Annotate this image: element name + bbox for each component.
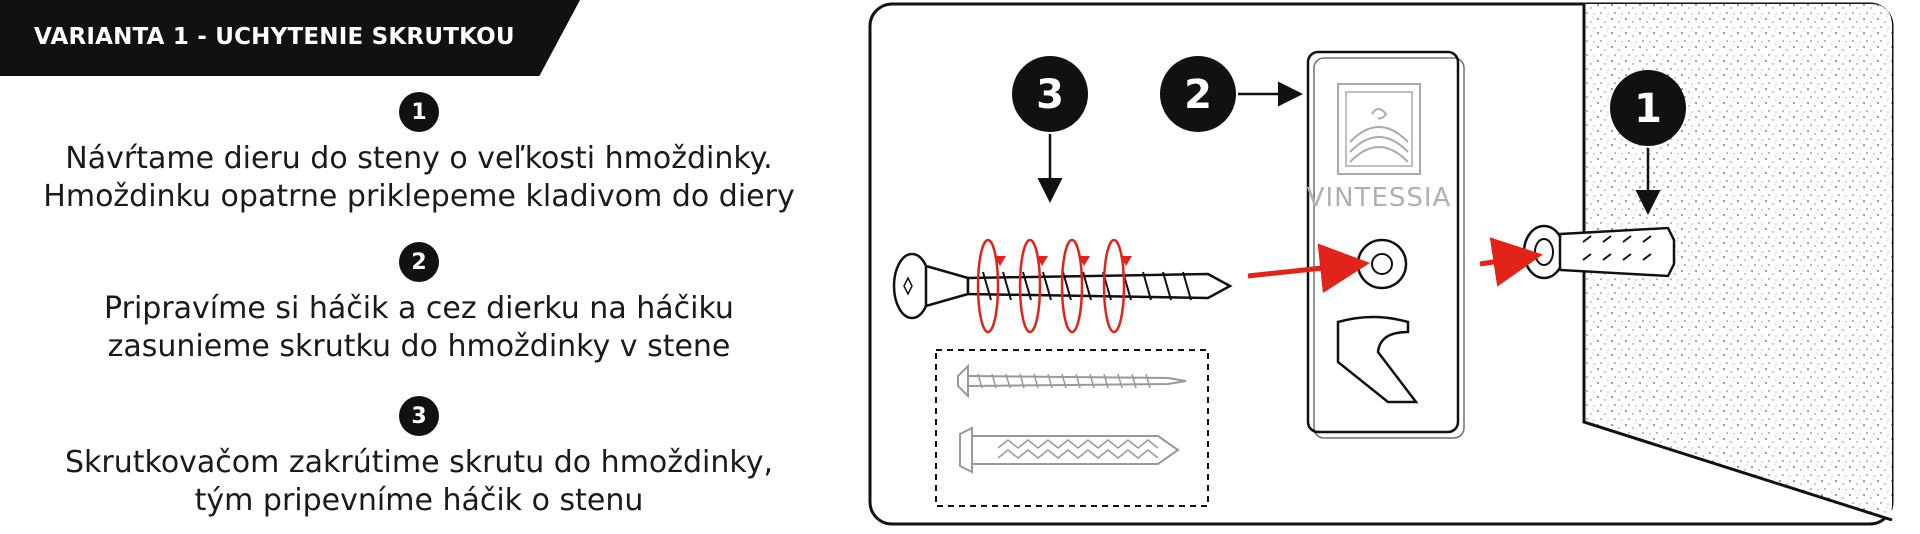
section-banner (0, 0, 580, 76)
step-line: Skrutkovačom zakrútime skrutu do hmoždin… (64, 445, 774, 480)
step-3: 3 Skrutkovačom zakrútime skrutu do hmožd… (0, 396, 838, 520)
screw-icon (892, 238, 1233, 334)
step-line: Návŕtame dieru do steny o veľkosti hmožd… (65, 141, 773, 176)
step-line: Hmoždinku opatrne priklepeme kladivom do… (43, 179, 795, 214)
wall-plug-icon (1522, 224, 1676, 280)
step-2: 2 Pripravíme si háčik a cez dierku na há… (0, 242, 838, 366)
step-1: 1 Návŕtame dieru do steny o veľkosti hmo… (0, 92, 838, 216)
hook-plate-icon: VINTESSIA (1307, 50, 1465, 439)
step-number-badge: 3 (399, 396, 439, 436)
hook-brand-label: VINTESSIA (1307, 183, 1452, 213)
step-description: Návŕtame dieru do steny o veľkosti hmožd… (0, 140, 838, 216)
step-description: Pripravíme si háčik a cez dierku na háči… (0, 290, 838, 366)
installation-diagram: VINTESSIA (868, 2, 1896, 528)
step-line: zasunieme skrutku do hmoždinky v stene (107, 329, 731, 364)
insert-arrow (1247, 243, 1370, 294)
svg-text:2: 2 (1184, 72, 1212, 118)
section-title: VARIANTA 1 - UCHYTENIE SKRUTKOU (34, 24, 515, 50)
callout-2: 2 (1160, 56, 1303, 132)
step-description: Skrutkovačom zakrútime skrutu do hmoždin… (0, 444, 838, 520)
svg-text:1: 1 (1634, 86, 1662, 132)
callout-3: 3 (1012, 56, 1088, 203)
step-number-badge: 1 (399, 92, 439, 132)
svg-text:3: 3 (1036, 72, 1064, 118)
insert-arrow (1479, 237, 1543, 287)
step-line: Pripravíme si háčik a cez dierku na háči… (104, 291, 734, 326)
step-number-badge: 2 (399, 242, 439, 282)
step-line: tým pripevníme háčik o stenu (194, 483, 644, 518)
callout-1: 1 (1610, 70, 1686, 215)
parts-box (935, 349, 1209, 507)
